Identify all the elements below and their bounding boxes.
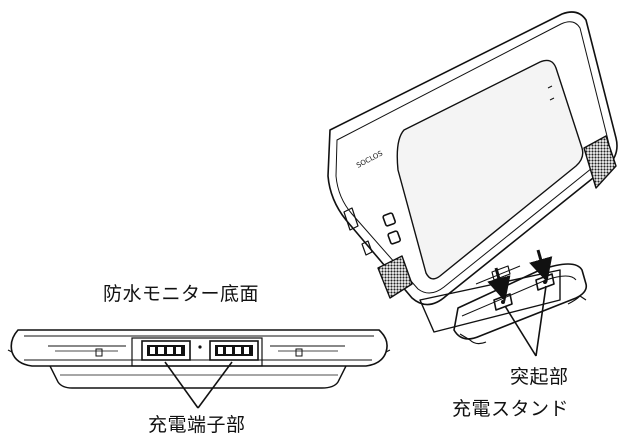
charging-terminal-left xyxy=(142,341,190,360)
brand-mark: SOCLOS xyxy=(355,149,384,170)
monitor-bottom-label: 防水モニター底面 xyxy=(103,283,259,305)
charging-terminal-label: 充電端子部 xyxy=(148,414,246,436)
arrow-right xyxy=(538,250,544,271)
charging-terminal-right xyxy=(210,341,258,360)
button-upper xyxy=(383,213,396,227)
button-lower xyxy=(388,231,401,245)
monitor-screen xyxy=(397,60,583,278)
protrusion-left xyxy=(494,294,512,310)
speaker-right xyxy=(584,136,616,188)
monitor-bottom-base xyxy=(50,366,346,388)
monitor-on-stand xyxy=(328,12,617,344)
protrusion-label: 突起部 xyxy=(510,366,569,388)
monitor-bottom-view xyxy=(8,330,390,388)
terminal-leader-lines xyxy=(165,362,232,408)
charging-stand-label: 充電スタンド xyxy=(452,398,569,420)
stand-cradle xyxy=(454,264,586,339)
